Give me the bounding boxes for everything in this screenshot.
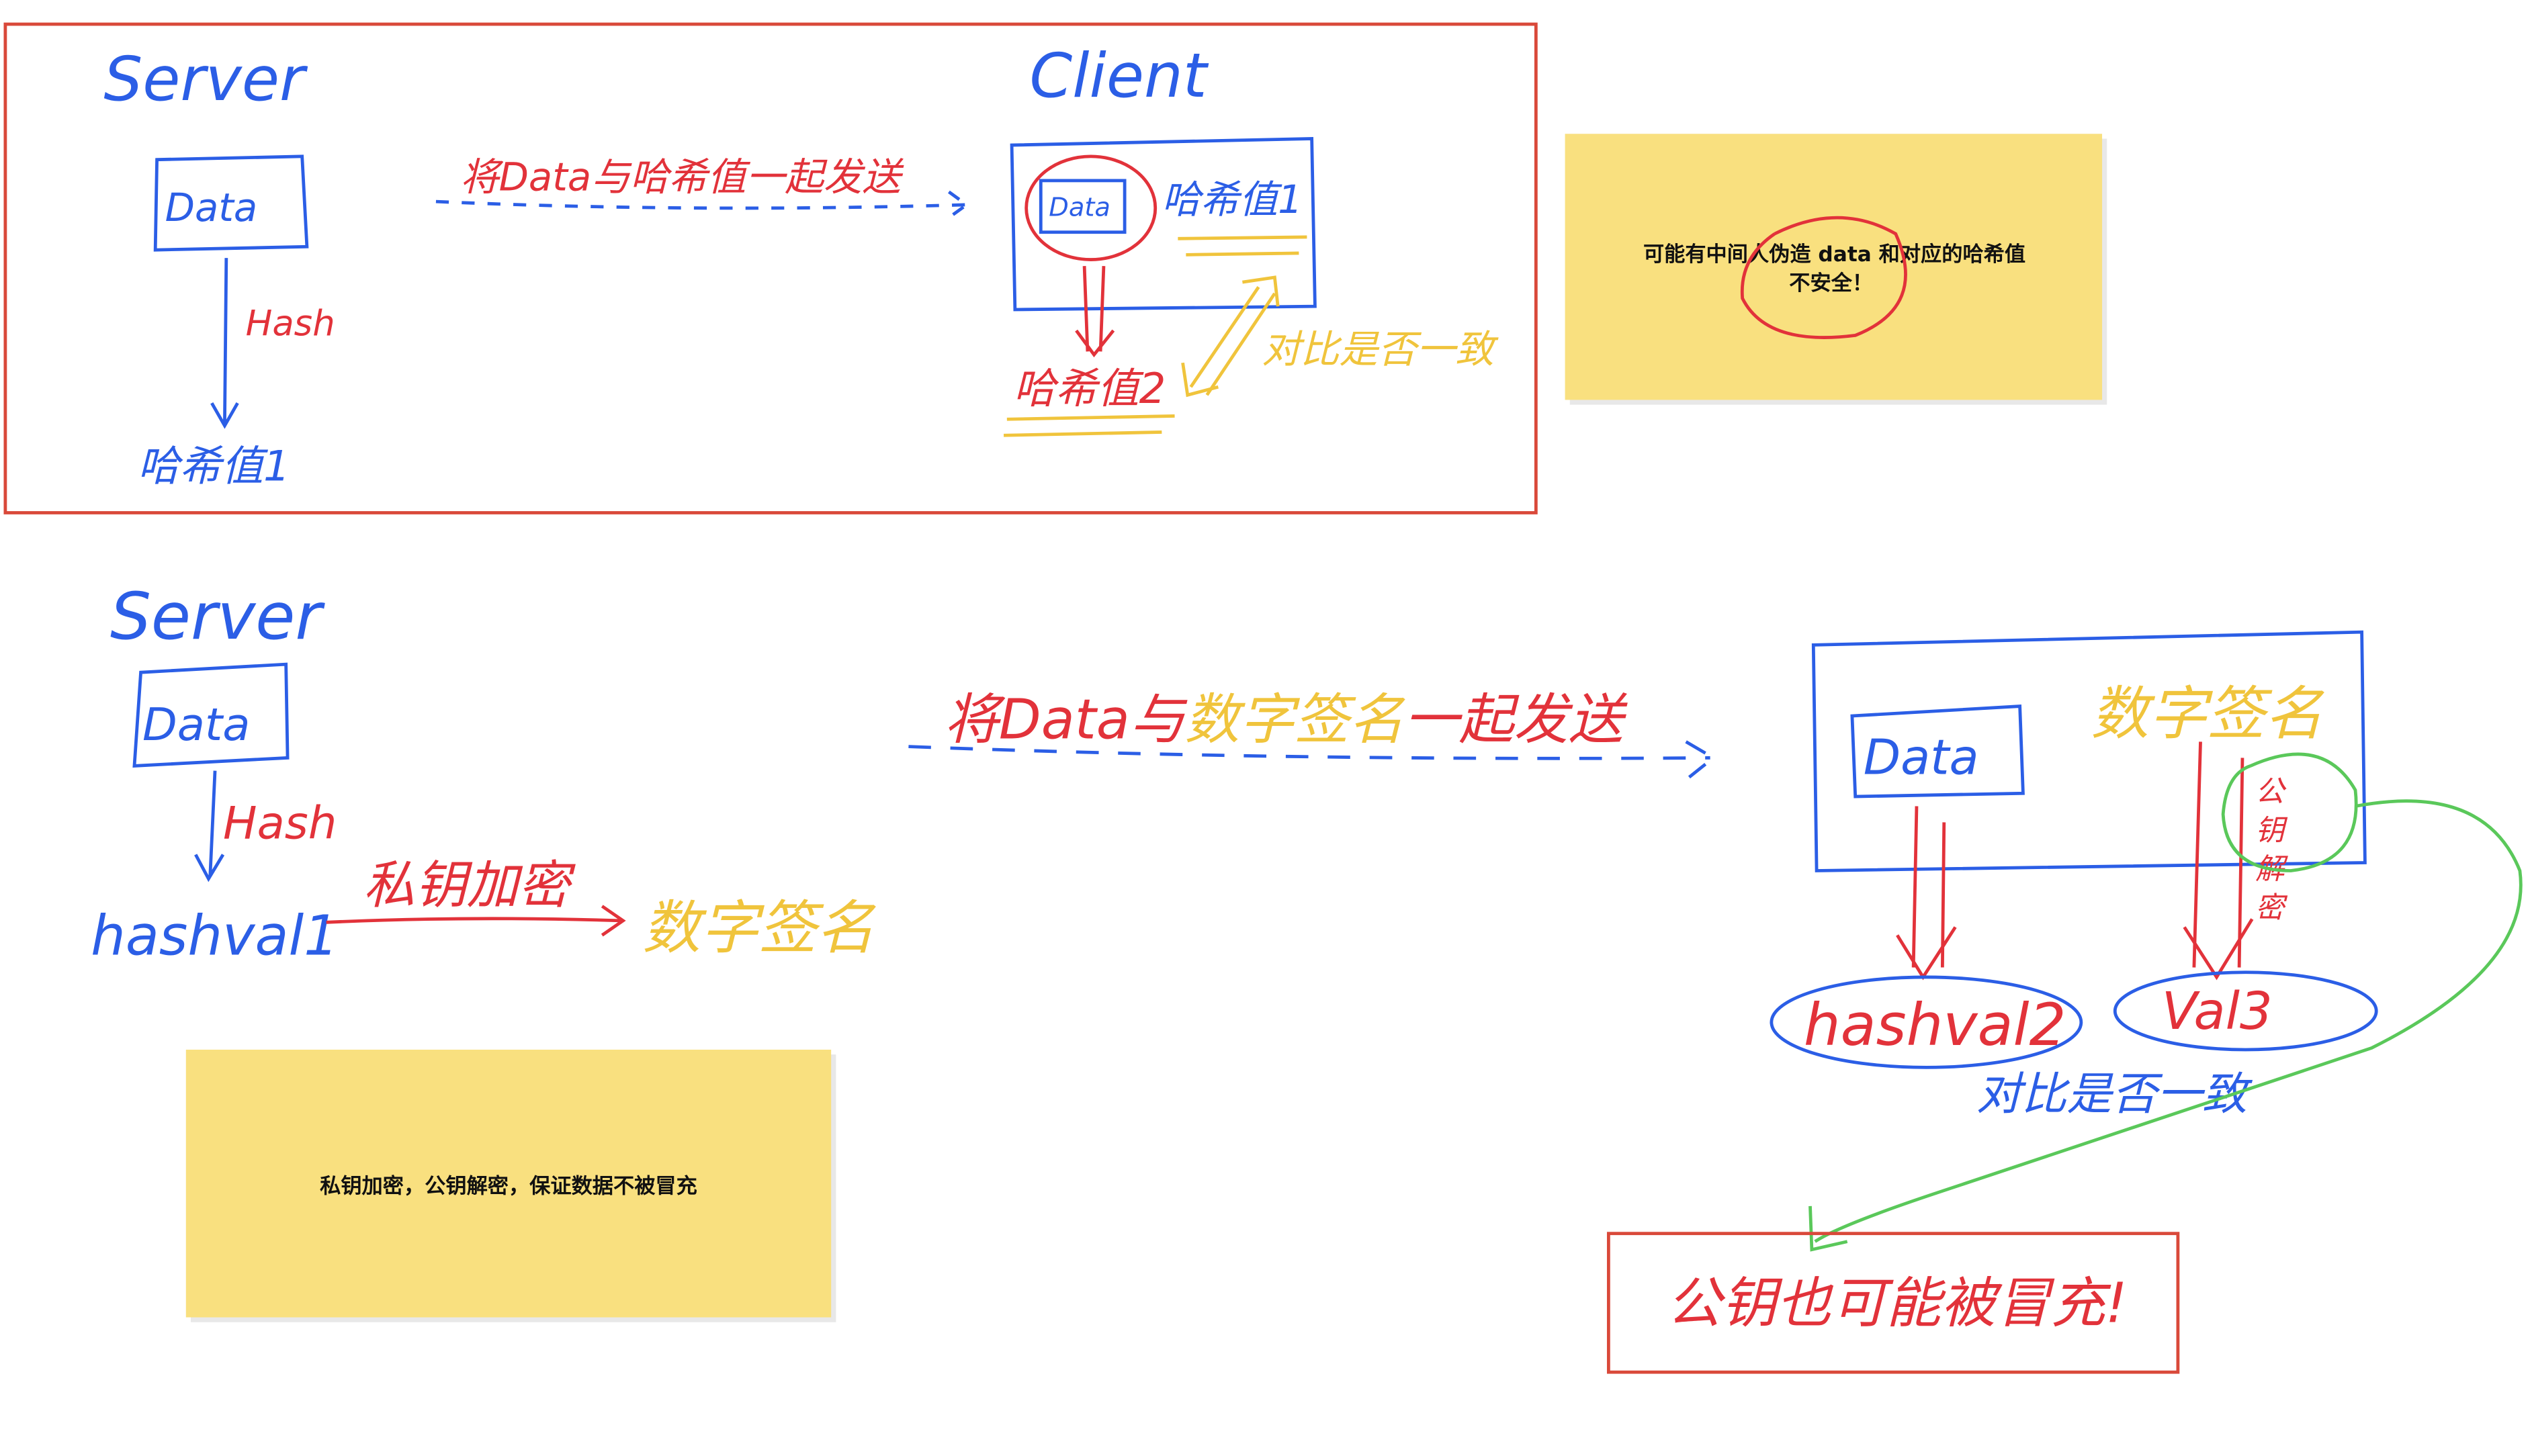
send2-label: 将Data与数字签名一起发送 [944, 688, 1628, 752]
hash-down-arrow [1075, 266, 1115, 358]
decrypt-char: 钥 [2255, 814, 2288, 848]
decrypt-char: 公 [2255, 775, 2287, 809]
client-label: Client [1029, 40, 1209, 111]
decrypt-char: 密 [2255, 891, 2288, 925]
warning-text: 公钥也可能被冒充! [1667, 1272, 2128, 1336]
data-label: Data [165, 185, 258, 230]
hash2-underline [1004, 414, 1175, 437]
sticky-note-1 [1565, 134, 2103, 400]
compare-arrow [1181, 275, 1280, 398]
hash-value-1: 哈希值1 [138, 441, 290, 490]
server2-label: Server [110, 579, 325, 654]
compare2-label: 对比是否一致 [1976, 1068, 2253, 1120]
val3-ellipse [2113, 970, 2378, 1052]
sticky-note-2 [185, 1049, 832, 1318]
send2-signature: 数字签名 [1184, 688, 1405, 752]
hash-label: Hash [246, 303, 335, 344]
client-data-label: Data [1049, 193, 1110, 223]
hashval1: hashval1 [91, 904, 339, 968]
client2-data-box [1850, 704, 2025, 799]
hash2-arrow [194, 770, 225, 882]
data2-box [132, 662, 290, 768]
data2-label: Data [142, 698, 251, 751]
server-label: Server [103, 43, 308, 115]
sticky2-text: 私钥加密，公钥解密，保证数据不被冒充 [320, 1175, 697, 1199]
decrypt-label: 公 钥 解 密 [2255, 775, 2288, 925]
hash1-underline [1178, 235, 1307, 257]
send2-prefix: 将Data与 [944, 688, 1188, 752]
sticky1-circle [1740, 216, 1907, 339]
client-data-box [1039, 179, 1127, 234]
data-box [153, 154, 309, 252]
hash-arrow [210, 258, 239, 429]
public-key-link [1808, 752, 2523, 1252]
client-hash-value-2: 哈希值2 [1013, 364, 1166, 413]
send-label: 将Data与哈希值一起发送 [460, 154, 904, 199]
compare-label: 对比是否一致 [1262, 327, 1499, 372]
client2-box [1811, 630, 2367, 872]
hashval2: hashval2 [1804, 992, 2066, 1059]
encrypt-label: 私钥加密 [363, 856, 576, 915]
send-arrow [435, 190, 969, 220]
client2-data-label: Data [1864, 729, 1979, 785]
warning-frame [1606, 1232, 2180, 1374]
send2-arrow [908, 740, 1716, 779]
client2-signature-label: 数字签名 [2091, 680, 2324, 747]
hashval2-ellipse [1770, 975, 2083, 1069]
hashval2-arrow [1896, 806, 1957, 981]
data-circle [1024, 154, 1158, 261]
encrypt-arrow [326, 905, 626, 937]
sticky1-line1: 可能有中间人伪造 data 和对应的哈希值 [1643, 242, 2025, 267]
val3-arrow [2183, 741, 2254, 981]
client-hash-value-1: 哈希值1 [1162, 177, 1302, 222]
val3: Val3 [2162, 982, 2273, 1042]
client-box [1010, 137, 1317, 312]
signature-label: 数字签名 [642, 895, 876, 962]
send2-suffix: 一起发送 [1404, 688, 1628, 752]
sticky1-line2: 不安全！ [1789, 271, 1873, 295]
hash2-label: Hash [223, 797, 337, 849]
section1-frame [3, 22, 1538, 514]
